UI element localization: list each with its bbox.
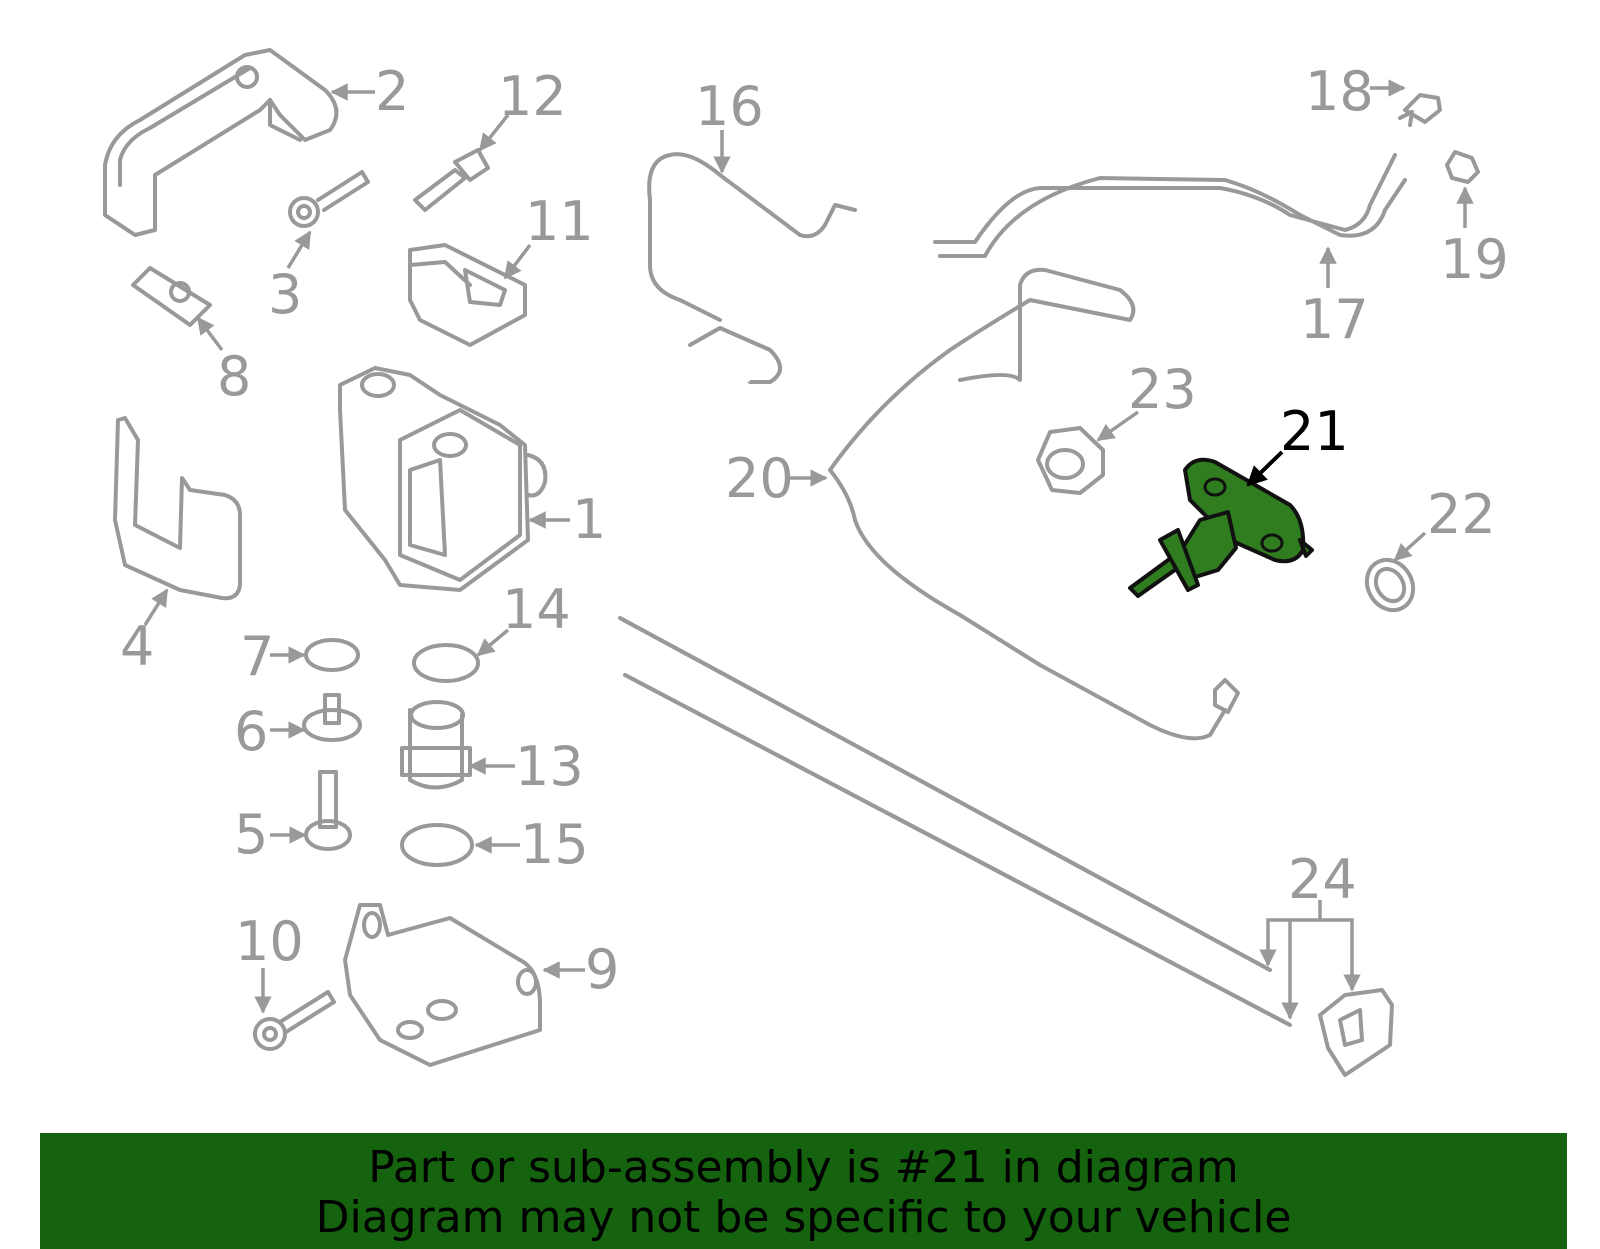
info-banner: Part or sub-assembly is #21 in diagram D…: [40, 1133, 1567, 1249]
callout-8: 8: [217, 345, 251, 408]
callout-1: 1: [572, 488, 606, 551]
callout-24: 24: [1288, 848, 1357, 911]
part-15-oring: [400, 823, 474, 867]
banner-line-1: Part or sub-assembly is #21 in diagram: [368, 1142, 1239, 1193]
callout-15: 15: [520, 813, 589, 876]
callout-18: 18: [1305, 60, 1374, 123]
part-6-grommet: [302, 693, 362, 742]
callout-19: 19: [1440, 228, 1509, 291]
part-18-bolt: [1398, 93, 1442, 127]
part-12-bolt: [413, 148, 490, 212]
part-4-shield: [113, 416, 242, 601]
part-19-nut: [1445, 150, 1480, 184]
part-20-tube: [828, 267, 1240, 741]
part-8-clip-nut: [131, 266, 212, 327]
callout-5: 5: [234, 803, 268, 866]
part-21-highlighted: [1128, 457, 1314, 598]
callout-10: 10: [235, 910, 304, 973]
part-7-oring: [304, 638, 360, 672]
callout-22: 22: [1427, 483, 1496, 546]
callout-6: 6: [234, 700, 268, 763]
callout-13: 13: [515, 735, 584, 798]
callout-9: 9: [585, 938, 619, 1001]
part-22-oring: [1364, 557, 1416, 613]
callout-23: 23: [1128, 358, 1197, 421]
part-1-reservoir: [338, 366, 548, 592]
callout-21: 21: [1280, 400, 1349, 463]
part-24-rods: [618, 616, 1394, 1077]
callout-14: 14: [502, 578, 571, 641]
part-10-bolt: [253, 990, 336, 1051]
callout-labels: 2 12 3 8 11 1 4 7 14 6 13 5 15 10 9 16 1…: [120, 60, 1509, 1001]
part-2-bracket: [103, 48, 339, 237]
callout-12: 12: [498, 65, 567, 128]
part-14-oring: [412, 643, 480, 683]
part-17-tubes: [933, 153, 1407, 258]
callout-7: 7: [240, 625, 274, 688]
callout-11: 11: [525, 190, 594, 253]
banner-line-2: Diagram may not be specific to your vehi…: [315, 1192, 1292, 1243]
part-13-pump: [400, 700, 472, 790]
part-16-tube: [647, 152, 857, 384]
part-11-sensor: [408, 243, 527, 347]
callout-4: 4: [120, 615, 154, 678]
callout-2: 2: [375, 60, 409, 123]
leader-lines: [143, 79, 1474, 1020]
callout-3: 3: [268, 263, 302, 326]
part-3-bolt: [288, 170, 370, 228]
part-5-bolt: [304, 770, 352, 851]
callout-16: 16: [695, 75, 764, 138]
callout-20: 20: [725, 447, 794, 510]
part-9-bracket: [343, 903, 542, 1067]
callout-17: 17: [1300, 288, 1369, 351]
part-23-nut: [1036, 426, 1105, 495]
